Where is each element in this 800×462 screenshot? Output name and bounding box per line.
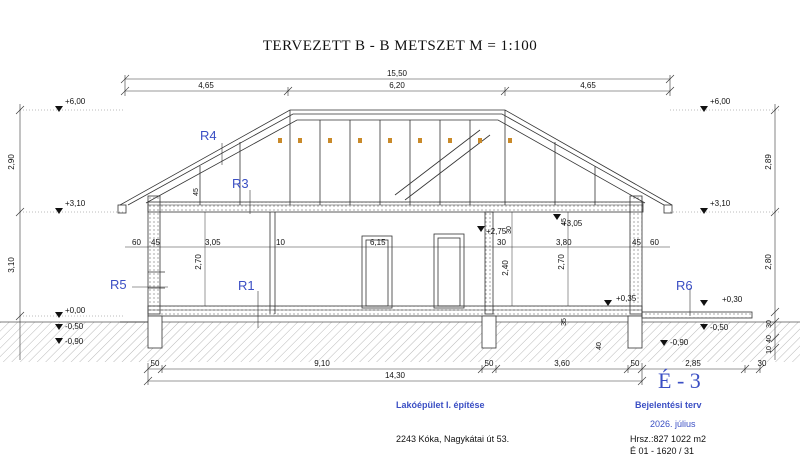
tag-leaders — [132, 143, 691, 328]
room-dim-380: 3,80 — [556, 238, 572, 247]
level-foundation-right: -0,90 — [670, 338, 689, 347]
level-275: +2,75 — [486, 227, 507, 236]
level-interior-right: +0,35 — [616, 294, 637, 303]
room-dim-60b: 60 — [650, 238, 659, 247]
bottom-dim-360: 3,60 — [554, 359, 570, 368]
bottom-dimensions — [143, 363, 765, 386]
parcel-info: Hrsz.:827 1022 m2 — [630, 434, 707, 444]
left-dim-lower: 3,10 — [7, 257, 16, 273]
room-dim-615: 6,15 — [370, 238, 386, 247]
right-dim-upper: 2,89 — [764, 154, 773, 170]
height-45-right: 45 — [561, 218, 568, 226]
top-dimensions — [120, 74, 675, 96]
plan-date: 2026. július — [650, 419, 696, 429]
height-40: 40 — [596, 342, 603, 350]
level-ground-right: -0,50 — [710, 323, 729, 332]
interior-vertical-dims — [204, 212, 569, 306]
level-ridge-right: +6,00 — [710, 97, 731, 106]
level-305: +3,05 — [562, 219, 583, 228]
room-dim-305: 3,05 — [205, 238, 221, 247]
height-35: 35 — [561, 318, 568, 326]
height-270b: 2,70 — [557, 254, 566, 270]
bottom-dim-total: 14,30 — [385, 371, 406, 380]
room-dim-45: 45 — [151, 238, 160, 247]
right-dim-b3: 10 — [766, 346, 773, 354]
left-dim-upper: 2,90 — [7, 154, 16, 170]
tag-r3: R3 — [232, 176, 249, 191]
right-vertical-dim — [770, 104, 780, 360]
right-dim-b1: 30 — [766, 320, 773, 328]
level-floor-left: +0,00 — [65, 306, 86, 315]
level-terrace-right: +0,30 — [722, 295, 743, 304]
right-dim-b2: 40 — [766, 335, 773, 343]
room-dim-30: 30 — [497, 238, 506, 247]
right-dim-mid: 2,80 — [764, 254, 773, 270]
dim-left: 4,65 — [198, 81, 214, 90]
room-dim-10: 10 — [276, 238, 285, 247]
tag-r6: R6 — [676, 278, 693, 293]
bottom-dim-910: 9,10 — [314, 359, 330, 368]
level-markers-right — [604, 106, 708, 346]
drawing-title: TERVEZETT B - B METSZET M = 1:100 — [262, 38, 538, 54]
room-dim-45b: 45 — [632, 238, 641, 247]
roof — [119, 109, 673, 206]
level-ground-left: -0,50 — [65, 322, 84, 331]
project-name: Lakóépület I. építése — [396, 400, 485, 410]
bottom-dim-30: 30 — [758, 359, 767, 368]
bottom-dim-50a: 50 — [151, 359, 160, 368]
level-eave-left: +3,10 — [65, 199, 86, 208]
tag-r4: R4 — [200, 128, 217, 143]
room-dim-60: 60 — [132, 238, 141, 247]
floor-slab — [120, 305, 753, 349]
roof-battens — [278, 138, 512, 143]
bottom-dim-50c: 50 — [631, 359, 640, 368]
gutters — [117, 204, 673, 289]
height-240: 2,40 — [501, 260, 510, 276]
tag-r5: R5 — [110, 277, 127, 292]
dim-right: 4,65 — [580, 81, 596, 90]
level-foundation-left: -0,90 — [65, 337, 84, 346]
sheet-number: É - 3 — [658, 368, 701, 393]
dim-middle: 6,20 — [389, 81, 405, 90]
plan-number: É 01 - 1620 / 31 — [630, 446, 695, 456]
ground-hatch — [0, 321, 800, 362]
level-lines — [20, 109, 780, 317]
dim-overall: 15,50 — [387, 69, 408, 78]
height-45-left: 45 — [193, 188, 200, 196]
plan-type: Bejelentési terv — [635, 400, 702, 410]
level-markers-left — [55, 106, 63, 344]
tag-r1: R1 — [238, 278, 255, 293]
walls — [147, 195, 643, 315]
level-eave-right: +3,10 — [710, 199, 731, 208]
left-vertical-dim — [15, 104, 25, 360]
bottom-dim-285: 2,85 — [685, 359, 701, 368]
interior-level-markers — [477, 214, 561, 232]
height-30: 30 — [506, 226, 513, 234]
bottom-dim-50b: 50 — [485, 359, 494, 368]
ceiling-slab — [147, 201, 644, 213]
address: 2243 Kóka, Nagykátai út 53. — [396, 434, 510, 444]
level-ridge-left: +6,00 — [65, 97, 86, 106]
height-270a: 2,70 — [194, 254, 203, 270]
